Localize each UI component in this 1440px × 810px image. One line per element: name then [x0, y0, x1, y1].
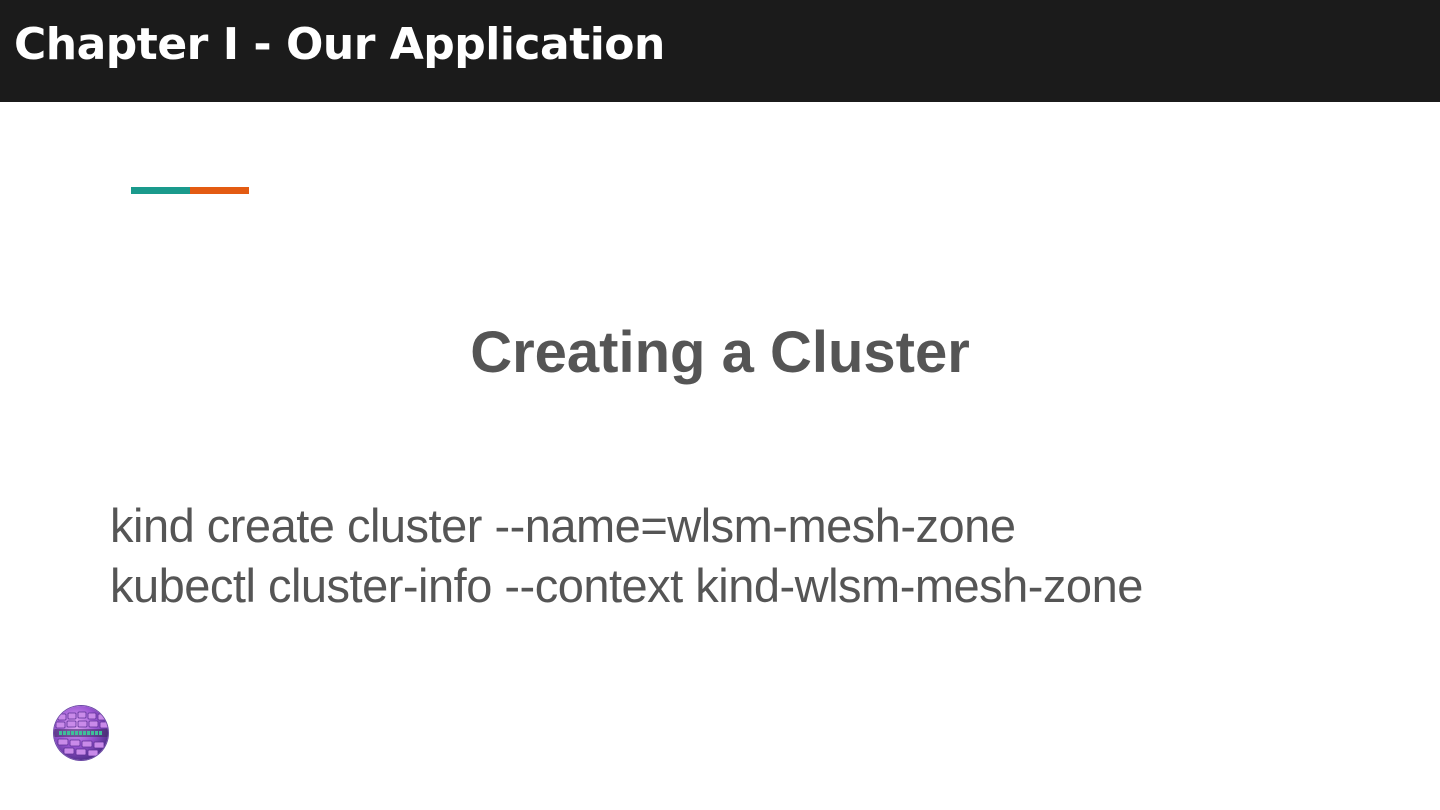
accent-line-teal	[131, 187, 190, 194]
command-line-create-cluster: kind create cluster --name=wlsm-mesh-zon…	[110, 499, 1016, 552]
command-list: kind create cluster --name=wlsm-mesh-zon…	[110, 496, 1143, 616]
slide-title: Creating a Cluster	[470, 320, 970, 385]
header-bar: Chapter I - Our Application	[0, 0, 1440, 102]
round-keyboard-logo-icon	[54, 706, 108, 760]
accent-line	[131, 187, 249, 194]
command-line-cluster-info: kubectl cluster-info --context kind-wlsm…	[110, 559, 1143, 612]
chapter-title: Chapter I - Our Application	[14, 19, 665, 70]
accent-line-orange	[190, 187, 249, 194]
